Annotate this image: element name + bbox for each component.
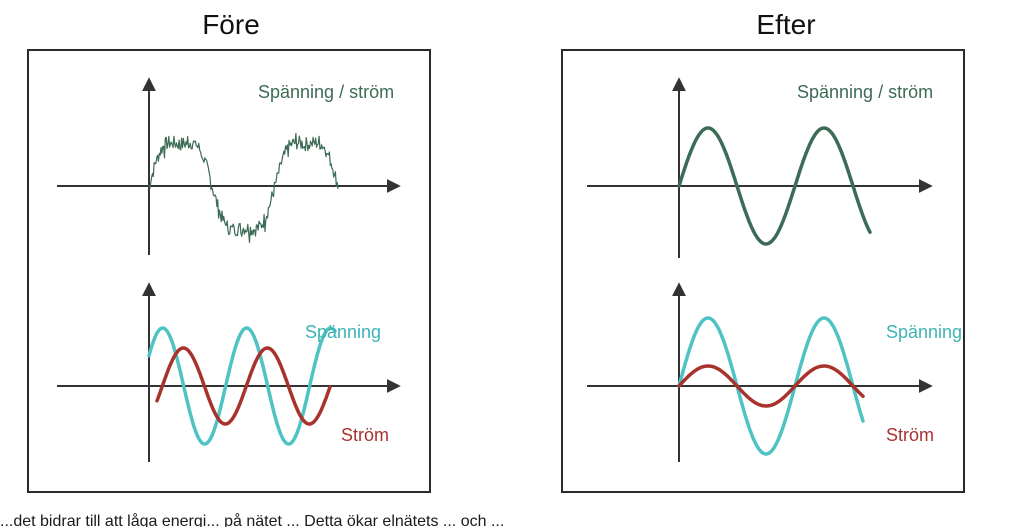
before-distorted-wave bbox=[148, 132, 339, 244]
after-clean-wave bbox=[677, 126, 872, 246]
before-bottom-chart: Spänning Ström bbox=[57, 282, 401, 462]
before-top-chart: Spänning / ström bbox=[57, 77, 401, 255]
after-panel bbox=[561, 49, 965, 493]
after-top-chart: Spänning / ström bbox=[587, 77, 933, 258]
before-current-label: Ström bbox=[341, 425, 389, 445]
before-title: Före bbox=[202, 9, 260, 40]
after-top-label: Spänning / ström bbox=[797, 82, 933, 102]
after-title: Efter bbox=[756, 9, 815, 40]
before-current-wave bbox=[155, 346, 332, 426]
after-voltage-label: Spänning bbox=[886, 322, 962, 342]
after-current-label: Ström bbox=[886, 425, 934, 445]
before-panel bbox=[27, 49, 431, 493]
after-bottom-chart: Spänning Ström bbox=[587, 282, 962, 462]
before-top-label: Spänning / ström bbox=[258, 82, 394, 102]
after-current-wave bbox=[677, 364, 865, 408]
before-voltage-wave bbox=[147, 326, 337, 446]
before-voltage-label: Spänning bbox=[305, 322, 381, 342]
cutoff-caption: ...det bidrar till att låga energi... på… bbox=[0, 512, 504, 527]
after-voltage-wave bbox=[677, 316, 865, 456]
